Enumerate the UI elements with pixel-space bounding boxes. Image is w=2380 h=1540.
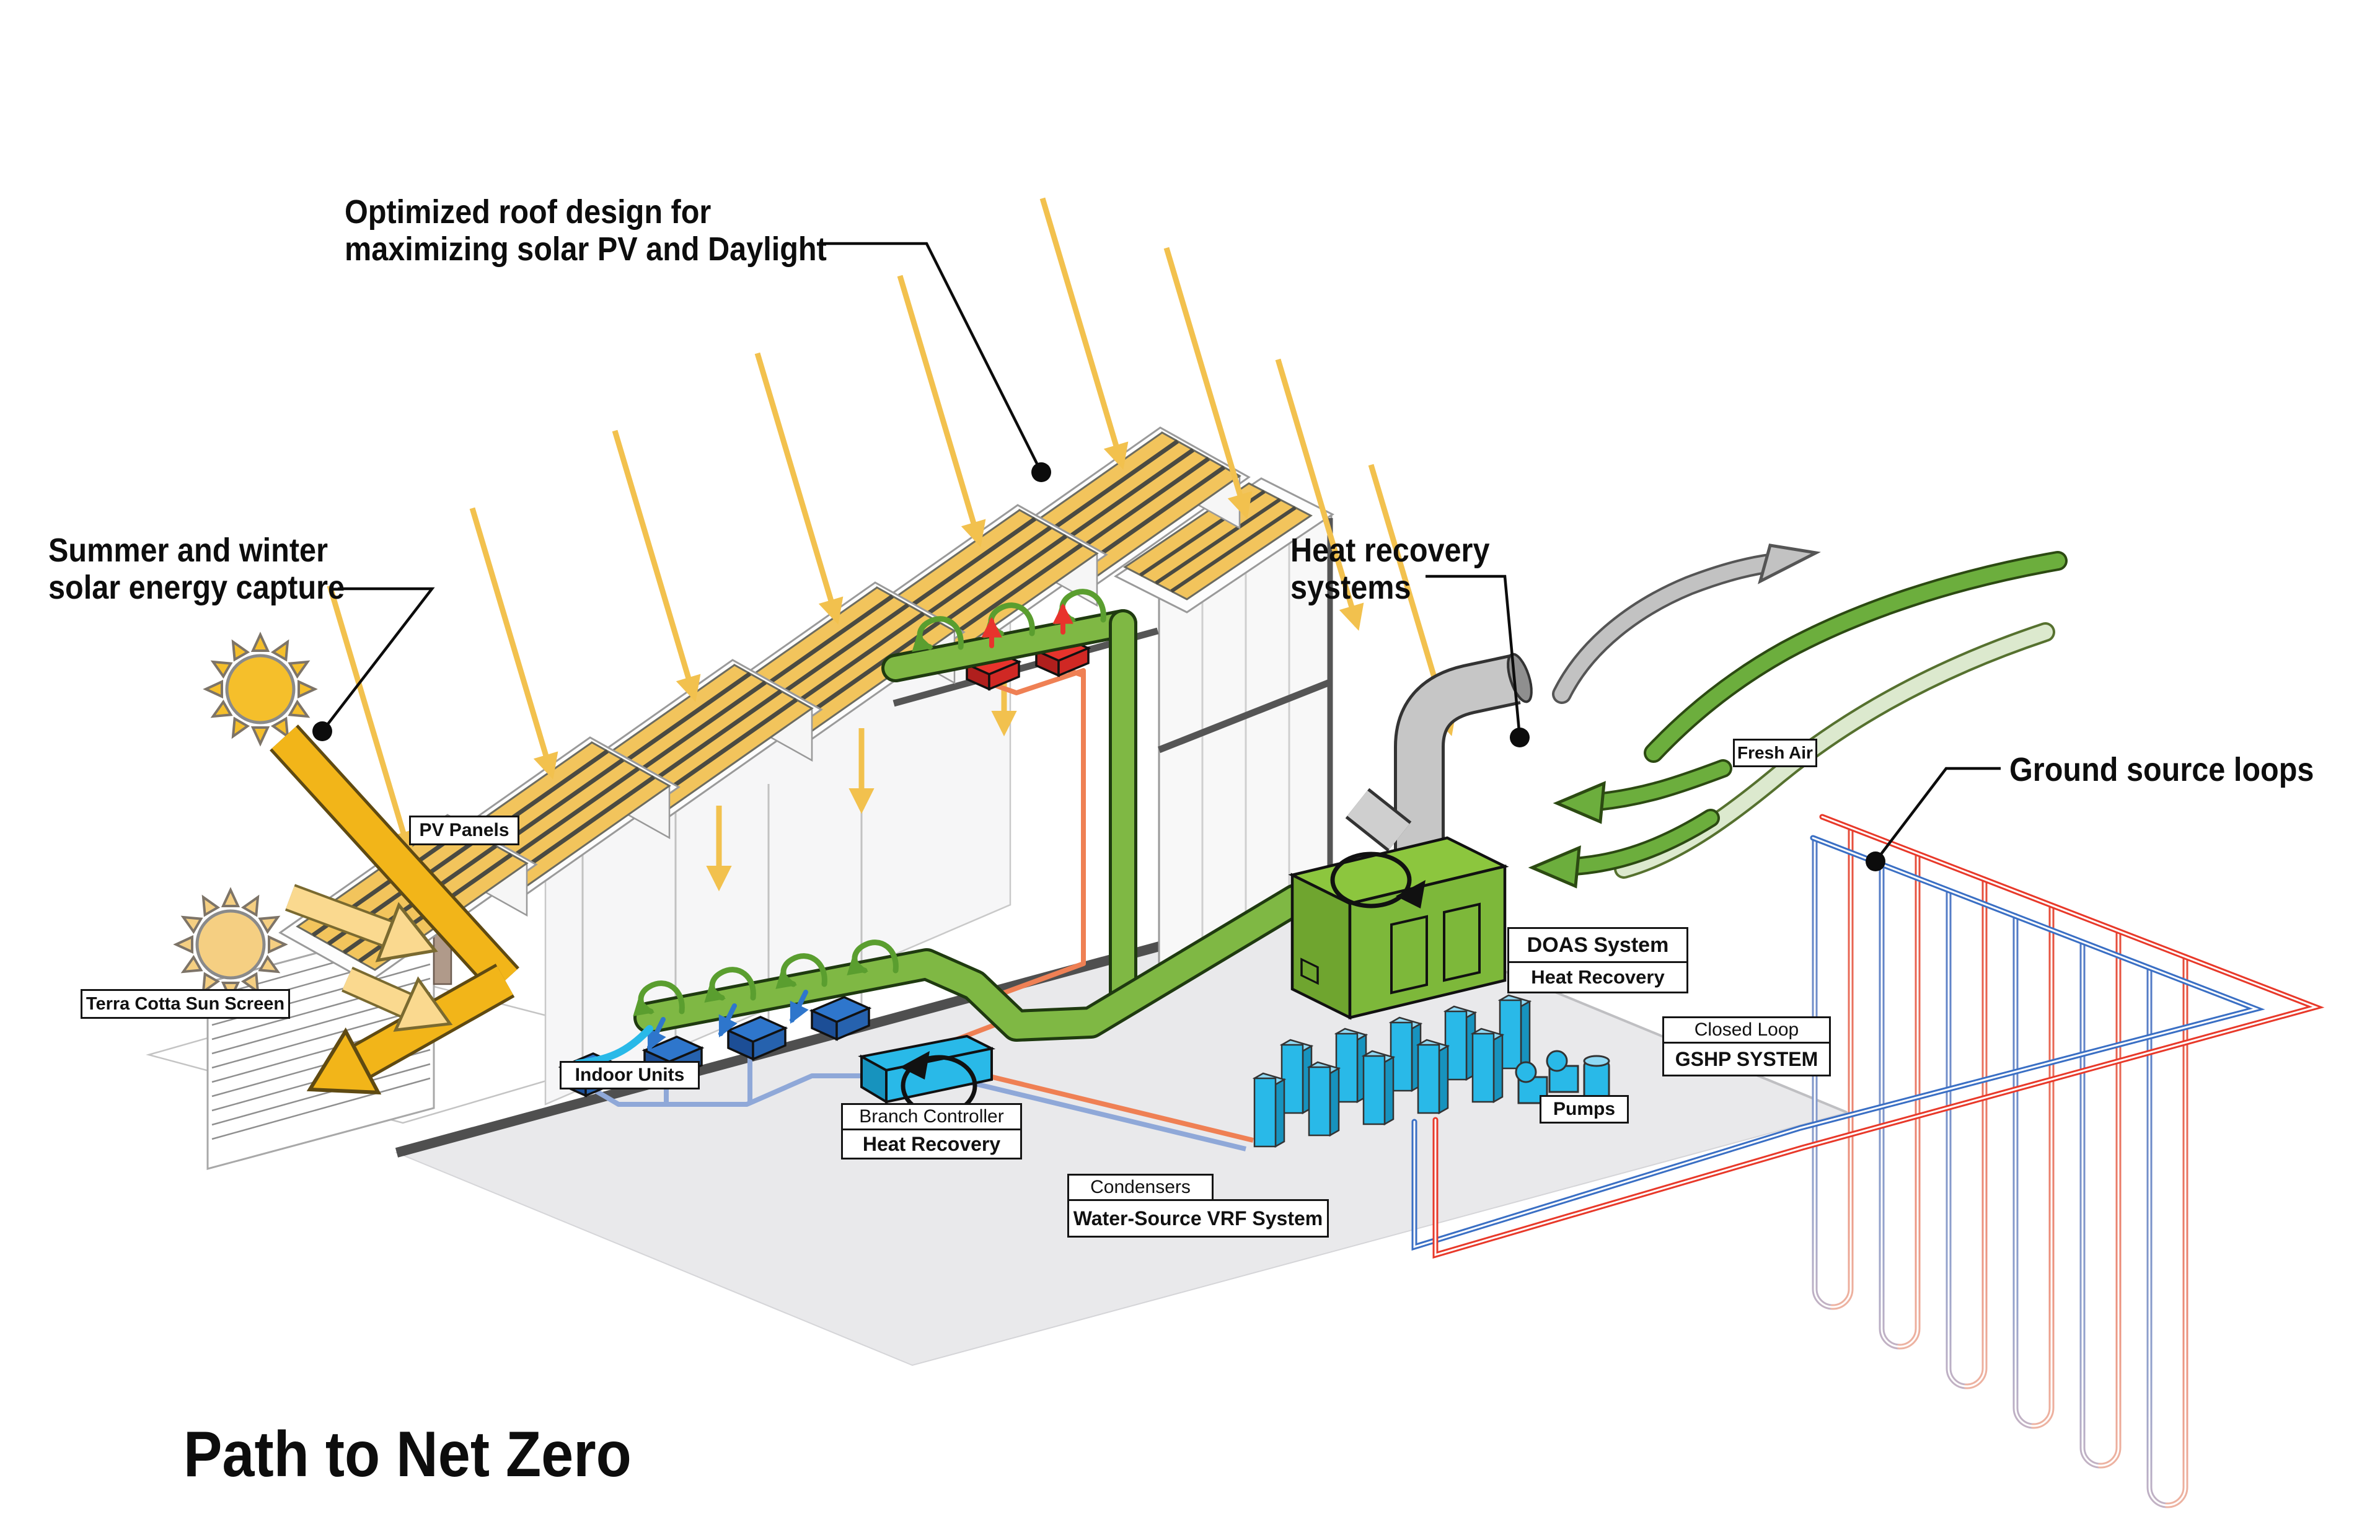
label-pumps: Pumps: [1540, 1095, 1629, 1124]
label-gshp-system: GSHP SYSTEM: [1662, 1042, 1831, 1076]
annotation-roof-line1: Optimized roof design for: [345, 193, 712, 231]
label-indoor-units: Indoor Units: [560, 1061, 700, 1089]
label-fresh-air: Fresh Air: [1733, 739, 1817, 767]
annotation-roof: Optimized roof design for maximizing sol…: [345, 193, 827, 268]
leader-dots: [312, 462, 1885, 871]
label-pv-panels: PV Panels: [409, 816, 519, 845]
sun-rays: [327, 197, 1457, 892]
annotation-roof-line2: maximizing solar PV and Daylight: [345, 231, 827, 268]
roof-cap: [1114, 477, 1334, 614]
page-title: Path to Net Zero: [183, 1419, 632, 1490]
ground-loops: [1411, 814, 2325, 1508]
annotation-ground-loops: Ground source loops: [2009, 751, 2314, 788]
fresh-air-ribbon-dark: [1646, 553, 2065, 760]
annotation-solar-line2: solar energy capture: [48, 569, 345, 606]
annotation-ground-line1: Ground source loops: [2009, 751, 2314, 788]
winter-ray-arrow: [284, 884, 461, 1049]
label-branch-controller: Branch Controller: [841, 1103, 1022, 1130]
air-ribbons: [1528, 543, 2068, 889]
label-terra-cotta: Terra Cotta Sun Screen: [81, 989, 290, 1019]
doas-unit: [1288, 653, 1533, 1020]
label-closed-loop: Closed Loop: [1662, 1016, 1831, 1044]
annotation-solar-line1: Summer and winter: [48, 532, 328, 569]
green-duct-system: [574, 589, 1311, 1067]
label-doas-system: DOAS System: [1507, 927, 1688, 963]
annotation-heat-recovery: Heat recovery systems: [1290, 532, 1490, 606]
building: [206, 426, 1334, 1170]
annotation-heat-line2: systems: [1290, 569, 1411, 606]
label-branch-controller-heat-recovery: Heat Recovery: [841, 1129, 1022, 1159]
exhaust-air-ribbon: [1554, 555, 1781, 702]
label-water-source-vrf: Water-Source VRF System: [1067, 1199, 1329, 1238]
label-condensers: Condensers: [1067, 1174, 1214, 1201]
annotation-solar: Summer and winter solar energy capture: [48, 532, 345, 606]
leader-lines: [321, 242, 2001, 863]
annotation-heat-line1: Heat recovery: [1290, 532, 1490, 569]
label-doas-heat-recovery: Heat Recovery: [1507, 961, 1688, 993]
